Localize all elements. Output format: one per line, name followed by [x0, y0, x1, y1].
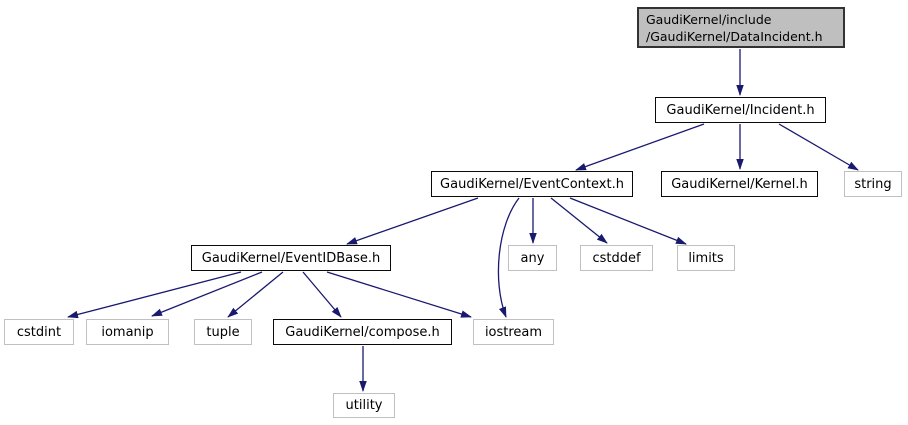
node-label: cstdint: [16, 324, 62, 340]
node-label: GaudiKernel/EventContext.h: [440, 176, 624, 192]
node-label: limits: [688, 250, 724, 266]
node-label: utility: [345, 398, 383, 413]
edge-eventidbase-to-compose: [302, 271, 342, 318]
node-cstddef: cstddef: [580, 245, 653, 271]
node-iomanip: iomanip: [86, 319, 169, 345]
edge-eventidbase-to-iomanip: [151, 271, 263, 317]
edge-eventidbase-to-iostream: [326, 271, 472, 318]
node-label: cstddef: [592, 250, 641, 266]
node-any: any: [508, 245, 557, 271]
node-compose[interactable]: GaudiKernel/compose.h: [273, 319, 452, 345]
node-label: GaudiKernel/Kernel.h: [671, 176, 808, 192]
node-label: GaudiKernel/Incident.h: [666, 102, 815, 118]
edge-incident-to-eventcontext: [575, 123, 705, 171]
node-label: GaudiKernel/include: [646, 11, 772, 27]
node-cstdint: cstdint: [4, 319, 74, 345]
edge-eventidbase-to-cstdint: [67, 271, 242, 319]
node-label: tuple: [206, 324, 240, 340]
node-string: string: [844, 171, 902, 197]
node-iostream: iostream: [473, 319, 554, 345]
edge-incident-to-string: [778, 123, 859, 171]
edge-eventcontext-to-cstddef: [550, 197, 608, 244]
node-label: /GaudiKernel/DataIncident.h: [646, 28, 823, 44]
node-limits: limits: [677, 245, 735, 271]
node-label: GaudiKernel/EventIDBase.h: [201, 250, 381, 266]
node-kernel[interactable]: GaudiKernel/Kernel.h: [661, 171, 818, 197]
node-incident[interactable]: GaudiKernel/Incident.h: [655, 97, 826, 123]
edge-eventcontext-to-eventidbase: [346, 197, 479, 245]
node-label: iostream: [484, 324, 543, 340]
node-label: GaudiKernel/compose.h: [285, 324, 440, 340]
node-label: string: [854, 176, 892, 192]
node-tuple: tuple: [194, 319, 252, 345]
node-utility: utility: [333, 393, 395, 418]
node-label: iomanip: [101, 324, 154, 340]
node-eventidbase[interactable]: GaudiKernel/EventIDBase.h: [191, 245, 391, 271]
node-dataincident: GaudiKernel/include/GaudiKernel/DataInci…: [637, 7, 845, 48]
edge-eventidbase-to-tuple: [227, 271, 284, 318]
node-eventcontext[interactable]: GaudiKernel/EventContext.h: [431, 171, 633, 197]
node-label: any: [520, 250, 545, 266]
edge-eventcontext-to-limits: [569, 197, 687, 245]
